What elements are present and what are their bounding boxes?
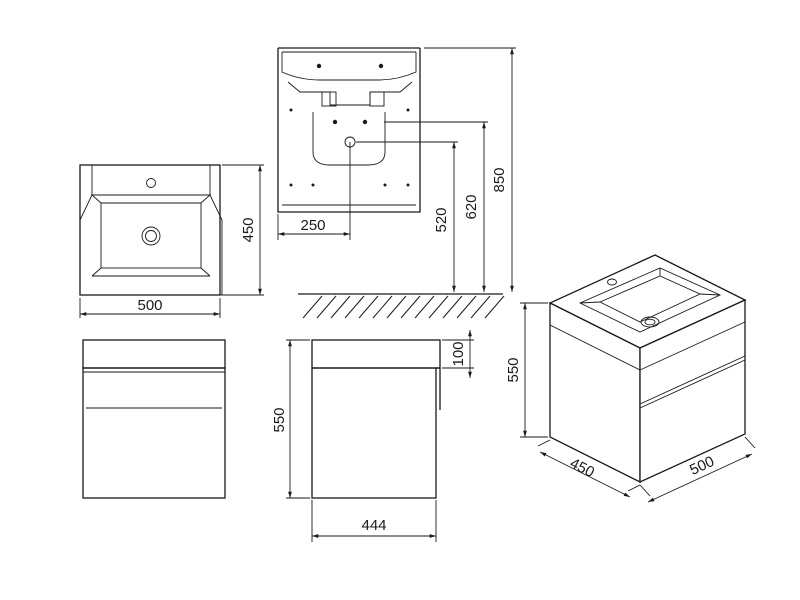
top-view: 500 450 xyxy=(79,164,264,318)
dim-top-depth: 450 xyxy=(240,217,257,242)
dim-back-620: 620 xyxy=(463,194,480,219)
dim-overall-height: 850 xyxy=(491,167,508,192)
dim-back-offset: 250 xyxy=(300,217,325,234)
iso-tap-hole-icon xyxy=(607,278,617,286)
floor-hatch xyxy=(302,295,505,319)
dim-side-height: 550 xyxy=(271,407,288,432)
dim-back-520: 520 xyxy=(433,207,450,232)
iso-drain-icon xyxy=(640,316,660,328)
tap-hole-icon xyxy=(146,178,156,188)
back-view: 250 520 620 850 xyxy=(277,47,516,319)
dim-side-depth: 444 xyxy=(361,517,386,534)
dim-iso-height: 550 xyxy=(505,357,522,382)
dim-side-top: 100 xyxy=(450,341,467,366)
isometric-view: 550 450 500 xyxy=(505,254,756,503)
side-view: 100 550 444 xyxy=(271,330,474,542)
front-view xyxy=(82,339,226,499)
dim-top-width: 500 xyxy=(137,297,162,314)
drain-icon xyxy=(141,226,161,246)
